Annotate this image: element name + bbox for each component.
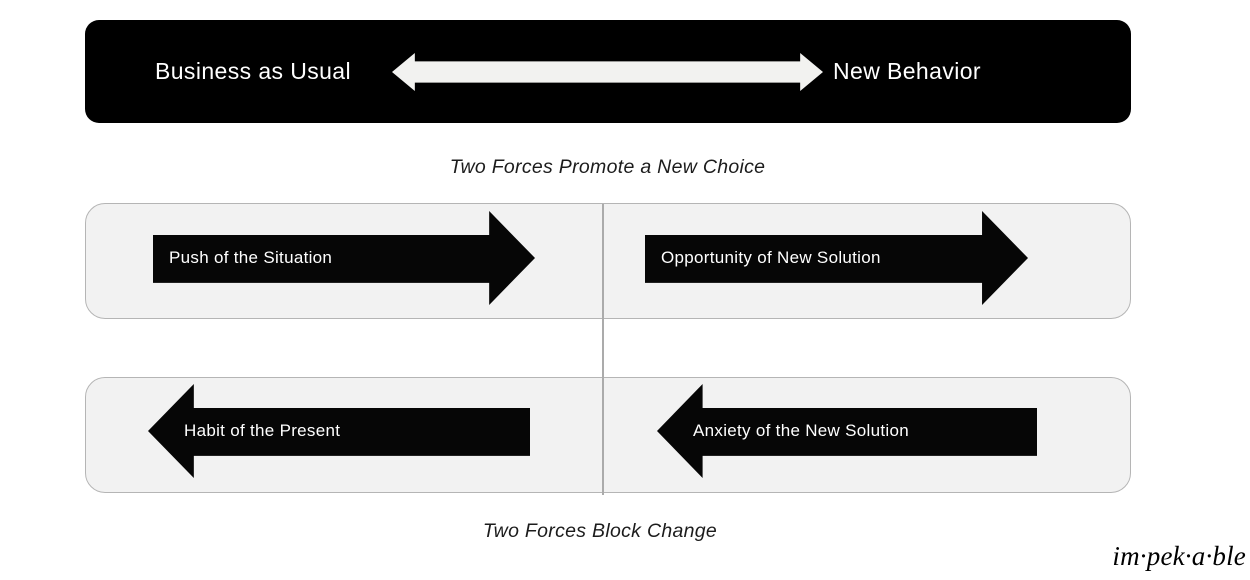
impekable-logo: im·pek·a·ble bbox=[1112, 541, 1246, 571]
behavior-banner: Business as Usual New Behavior bbox=[85, 20, 1131, 123]
habit-arrow-label: Habit of the Present bbox=[184, 421, 341, 440]
opportunity-arrow-label: Opportunity of New Solution bbox=[661, 248, 881, 267]
banner-label-business-as-usual: Business as Usual bbox=[155, 58, 351, 84]
banner-label-new-behavior: New Behavior bbox=[833, 58, 981, 84]
push-arrow-label: Push of the Situation bbox=[169, 248, 333, 267]
caption-promote: Two Forces Promote a New Choice bbox=[449, 156, 766, 178]
caption-block: Two Forces Block Change bbox=[482, 520, 718, 542]
double-headed-arrow-icon bbox=[392, 53, 823, 91]
anxiety-arrow-label: Anxiety of the New Solution bbox=[693, 421, 909, 440]
center-divider-line bbox=[602, 204, 604, 495]
